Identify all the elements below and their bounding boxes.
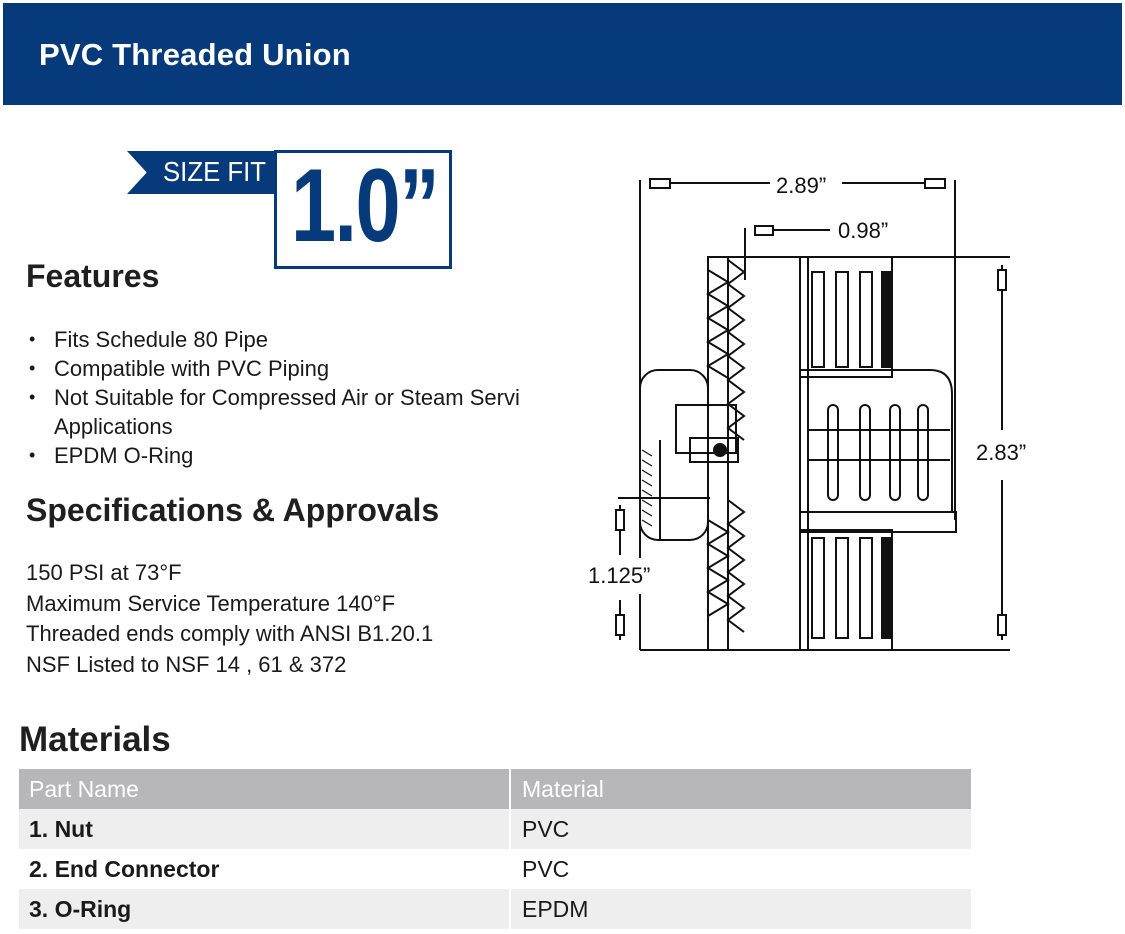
part-name-cell: 1. Nut (29, 815, 93, 842)
spec-line: Maximum Service Temperature 140°F (26, 590, 396, 616)
feature-item-line: Not Suitable for Compressed Air or Steam… (54, 385, 520, 410)
material-cell: PVC (509, 809, 971, 849)
spec-line: NSF Listed to NSF 14 , 61 & 372 (26, 651, 347, 677)
materials-table: Part Name Material 1. Nut PVC 2. End Con… (19, 769, 971, 929)
union-dimension-drawing: 2.89” 0.98” 2.83” 1.125” (584, 170, 1032, 651)
column-header-part-name: Part Name (29, 775, 139, 802)
page-title: PVC Threaded Union (39, 37, 351, 72)
page-header: PVC Threaded Union (3, 3, 1122, 105)
material-cell: PVC (509, 849, 971, 889)
features-heading: Features (26, 258, 160, 294)
dimension-label-thread-height: 1.125” (588, 563, 650, 588)
size-fit-label: SIZE FIT (163, 156, 267, 187)
table-row: 3. O-Ring EPDM (19, 889, 971, 929)
feature-item: Fits Schedule 80 Pipe (26, 325, 566, 354)
material-cell: EPDM (509, 889, 971, 929)
materials-heading: Materials (19, 720, 171, 759)
size-fit-box: 1.0” (274, 148, 452, 269)
feature-item: EPDM O-Ring (26, 441, 566, 470)
spec-line: Threaded ends comply with ANSI B1.20.1 (26, 621, 434, 646)
feature-item: Not Suitable for Compressed Air or Steam… (26, 383, 566, 441)
table-row: 2. End Connector PVC (19, 849, 971, 889)
part-name-cell: 3. O-Ring (29, 895, 132, 922)
feature-item-line: Applications (54, 414, 173, 439)
feature-item: Compatible with PVC Piping (26, 354, 566, 383)
part-name-cell: 2. End Connector (29, 855, 220, 882)
dimension-label-overall-length: 2.89” (776, 173, 826, 198)
dimension-label-end-length: 0.98” (838, 218, 888, 243)
spec-line: 150 PSI at 73°F (26, 560, 182, 585)
specs-heading: Specifications & Approvals (26, 492, 440, 528)
specs-list: 150 PSI at 73°F Maximum Service Temperat… (26, 558, 433, 680)
table-header-row: Part Name Material (19, 769, 971, 809)
size-fit-value: 1.0” (291, 148, 440, 264)
size-fit-ribbon: SIZE FIT (127, 151, 279, 194)
column-header-material: Material (509, 769, 971, 809)
dimension-label-overall-height: 2.83” (976, 440, 1026, 465)
features-list: Fits Schedule 80 Pipe Compatible with PV… (26, 325, 566, 470)
table-row: 1. Nut PVC (19, 809, 971, 849)
